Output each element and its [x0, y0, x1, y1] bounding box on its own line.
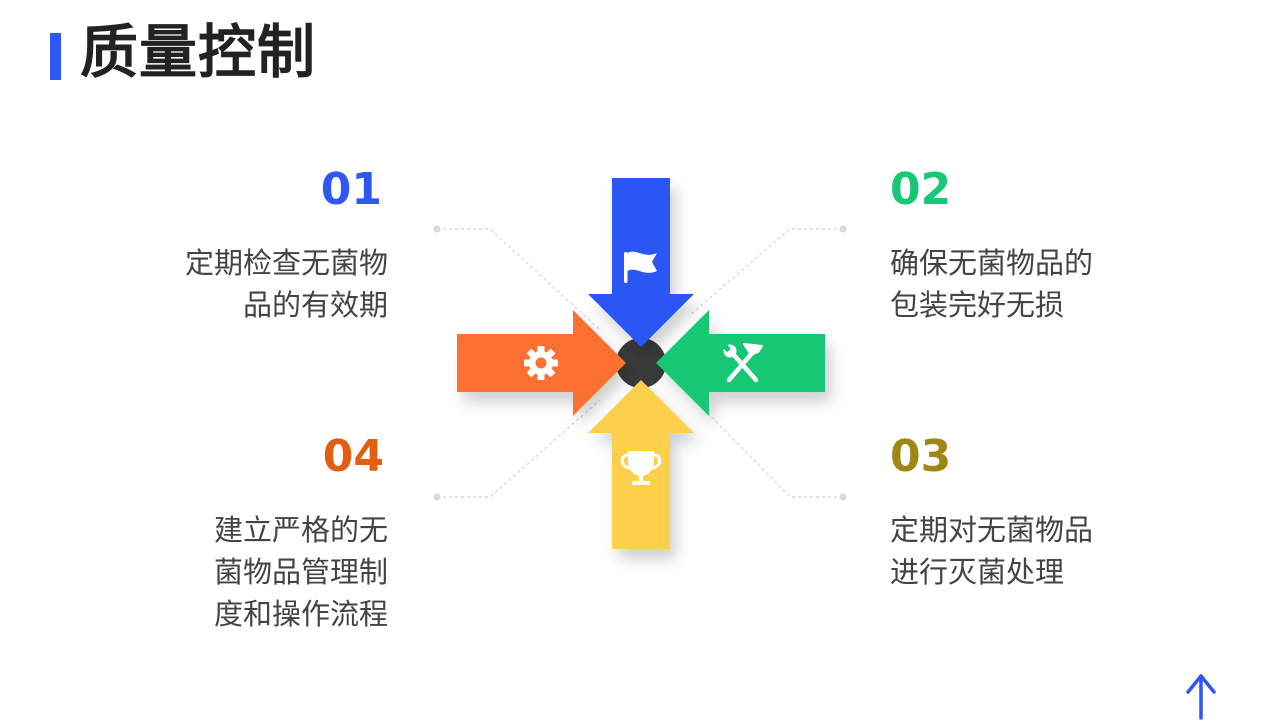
item-03-line-2: 进行灭菌处理	[890, 555, 1065, 589]
item-04-line-1: 建立严格的无	[213, 513, 388, 547]
up-arrow-icon[interactable]	[1186, 674, 1216, 720]
item-03-description: 定期对无菌物品 进行灭菌处理	[890, 509, 1093, 593]
item-02-number: 02	[890, 164, 952, 215]
item-01-number: 01	[320, 164, 382, 215]
item-03-number: 03	[890, 431, 952, 482]
item-03-line-1: 定期对无菌物品	[890, 513, 1094, 547]
flag-icon	[624, 251, 657, 283]
item-01-line-2: 品的有效期	[242, 288, 388, 322]
item-02-description: 确保无菌物品的 包装完好无损	[890, 242, 1093, 326]
item-01-description: 定期检查无菌物 品的有效期	[185, 242, 388, 326]
connector-03	[689, 394, 843, 498]
connector-02	[689, 228, 843, 316]
page-title: 质量控制	[80, 18, 317, 86]
item-02-line-1: 确保无菌物品的	[890, 246, 1094, 280]
tools-icon	[722, 343, 763, 383]
connector-lines	[437, 228, 843, 498]
connector-04	[437, 399, 601, 498]
item-02-line-2: 包装完好无损	[890, 288, 1065, 322]
trophy-icon	[620, 451, 662, 485]
gear-icon	[524, 346, 558, 380]
item-04-description: 建立严格的无 菌物品管理制 度和操作流程	[214, 509, 388, 635]
title-accent-bar	[50, 33, 61, 80]
item-04-line-2: 菌物品管理制	[213, 555, 388, 589]
item-04-number: 04	[322, 431, 384, 482]
item-04-line-3: 度和操作流程	[213, 597, 388, 631]
center-hub	[616, 338, 666, 388]
connector-dots	[433, 225, 847, 501]
connector-01	[437, 228, 601, 331]
item-01-line-1: 定期检查无菌物	[184, 246, 388, 280]
